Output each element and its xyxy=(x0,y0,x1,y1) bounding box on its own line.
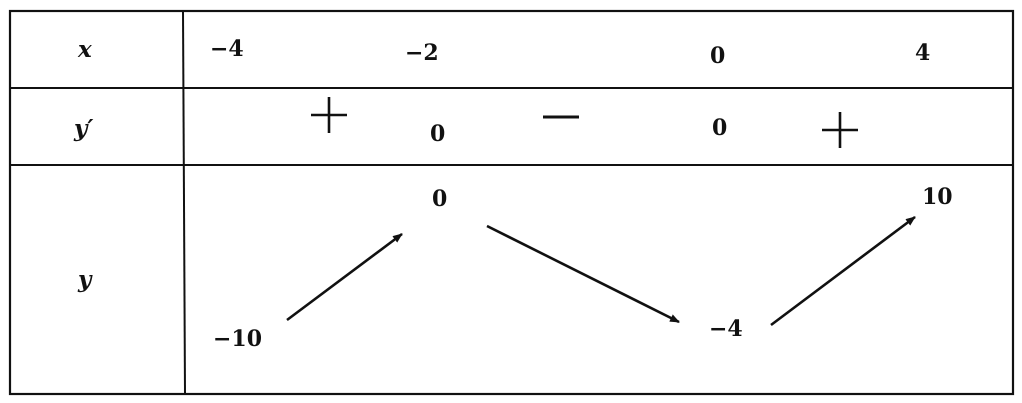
derivative-zero-1: 0 xyxy=(430,121,446,147)
x-value-2: −2 xyxy=(405,40,439,66)
x-value-3: 0 xyxy=(710,43,726,69)
row-label-y: y xyxy=(78,266,92,293)
row-label-y-prime: y′ xyxy=(74,115,94,142)
minus-sign-icon xyxy=(543,115,579,119)
increasing-arrow-icon xyxy=(770,215,916,327)
y-value-start: −10 xyxy=(213,326,263,352)
x-value-4: 4 xyxy=(915,40,931,66)
x-value-1: −4 xyxy=(210,36,244,62)
derivative-zero-2: 0 xyxy=(712,115,728,141)
decreasing-arrow-icon xyxy=(486,224,680,324)
row-label-x: x xyxy=(78,36,92,63)
plus-sign-icon xyxy=(822,112,858,148)
y-value-end: 10 xyxy=(922,184,953,210)
plus-sign-icon xyxy=(311,97,347,133)
y-value-max: 0 xyxy=(432,186,448,212)
increasing-arrow-icon xyxy=(286,232,403,322)
y-value-min: −4 xyxy=(709,316,743,342)
